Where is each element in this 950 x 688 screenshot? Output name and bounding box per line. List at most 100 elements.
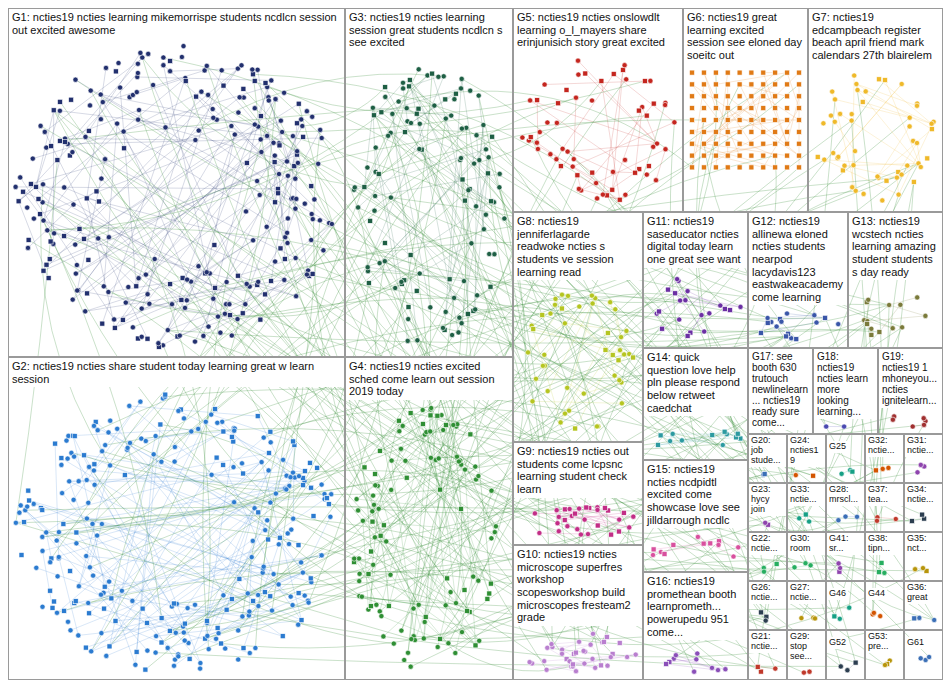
vertex-square (82, 236, 87, 241)
vertex-dot (567, 506, 572, 511)
inner-link (395, 243, 471, 288)
vertex-dot (269, 608, 274, 613)
vertex-dot (443, 309, 448, 314)
vertex-square (599, 663, 604, 668)
inner-link (36, 110, 54, 187)
vertex-dot (156, 341, 161, 346)
inner-link (763, 84, 787, 143)
vertex-dot (894, 175, 899, 180)
vertex-dot (869, 326, 874, 331)
vertex-dot (285, 216, 290, 221)
vertex-dot (830, 89, 835, 94)
vertex-dot (106, 430, 111, 435)
inner-link (68, 138, 322, 144)
vertex-square (462, 587, 467, 592)
inner-link (73, 436, 170, 631)
vertex-dot (356, 205, 361, 210)
vertex-dot (196, 128, 201, 133)
vertex-square (749, 118, 754, 123)
vertex-dot (257, 192, 262, 197)
vertex-dot (221, 593, 226, 598)
vertex-dot (554, 120, 559, 125)
vertex-square (701, 118, 706, 123)
vertex-dot (184, 298, 189, 303)
vertex-square (666, 287, 671, 292)
vertex-dot (565, 149, 570, 154)
vertex-square (713, 141, 718, 146)
vertex-dot (553, 296, 558, 301)
vertex-square (187, 656, 192, 661)
vertex-square (366, 281, 371, 286)
vertex-dot (68, 628, 73, 633)
vertex-dot (855, 87, 860, 92)
vertex-square (86, 128, 91, 133)
vertex-dot (675, 277, 680, 282)
vertex-dot (570, 164, 575, 169)
vertex-dot (585, 532, 590, 537)
vertex-dot (718, 303, 723, 308)
vertex-square (86, 257, 91, 262)
inner-link (432, 74, 446, 119)
cross-link (51, 119, 445, 559)
vertex-dot (617, 378, 622, 383)
vertex-dot (45, 228, 50, 233)
vertex-square (690, 129, 695, 134)
vertex-dot (130, 598, 135, 603)
vertex-square (379, 110, 384, 115)
vertex-dot (99, 521, 104, 526)
vertex-dot (565, 385, 570, 390)
vertex-square (414, 288, 419, 293)
vertex-dot (169, 302, 174, 307)
vertex-square (610, 352, 615, 357)
vertex-square (785, 106, 790, 111)
vertex-square (773, 153, 778, 158)
vertex-square (660, 326, 665, 331)
vertex-dot (48, 560, 53, 565)
vertex-dot (428, 429, 433, 434)
vertex-dot (454, 454, 459, 459)
vertex-dot (115, 121, 120, 126)
vertex-dot (295, 149, 300, 154)
vertex-square (407, 84, 412, 89)
vertex-square (883, 78, 888, 83)
vertex-dot (55, 574, 60, 579)
vertex-dot (422, 619, 427, 624)
vertex-dot (168, 69, 173, 74)
vertex-dot (196, 426, 201, 431)
vertex-square (773, 165, 778, 170)
vertex-square (761, 153, 766, 158)
cross-link (288, 243, 476, 467)
vertex-dot (309, 237, 314, 242)
vertex-dot (707, 311, 712, 316)
vertex-dot (153, 433, 158, 438)
vertex-square (263, 81, 268, 86)
vertex-square (725, 82, 730, 87)
vertex-dot (399, 279, 404, 284)
vertex-dot (459, 126, 464, 131)
inner-link (716, 144, 775, 156)
vertex-square (651, 101, 656, 106)
vertex-square (221, 83, 226, 88)
vertex-dot (103, 65, 108, 70)
vertex-square (644, 113, 649, 118)
vertex-dot (416, 602, 421, 607)
vertex-dot (716, 542, 721, 547)
vertex-square (205, 618, 210, 623)
vertex-dot (483, 212, 488, 217)
vertex-square (465, 608, 470, 613)
vertex-dot (545, 389, 550, 394)
vertex-square (428, 413, 433, 418)
vertex-square (621, 510, 626, 515)
vertex-dot (172, 444, 177, 449)
vertex-square (725, 94, 730, 99)
vertex-dot (365, 265, 370, 270)
vertex-dot (211, 296, 216, 301)
vertex-dot (449, 113, 454, 118)
inner-link (59, 557, 79, 635)
vertex-dot (577, 304, 582, 309)
vertex-dot (229, 333, 234, 338)
inner-link (64, 187, 284, 280)
vertex-square (636, 108, 641, 113)
vertex-dot (232, 132, 237, 137)
inner-link (168, 274, 313, 330)
